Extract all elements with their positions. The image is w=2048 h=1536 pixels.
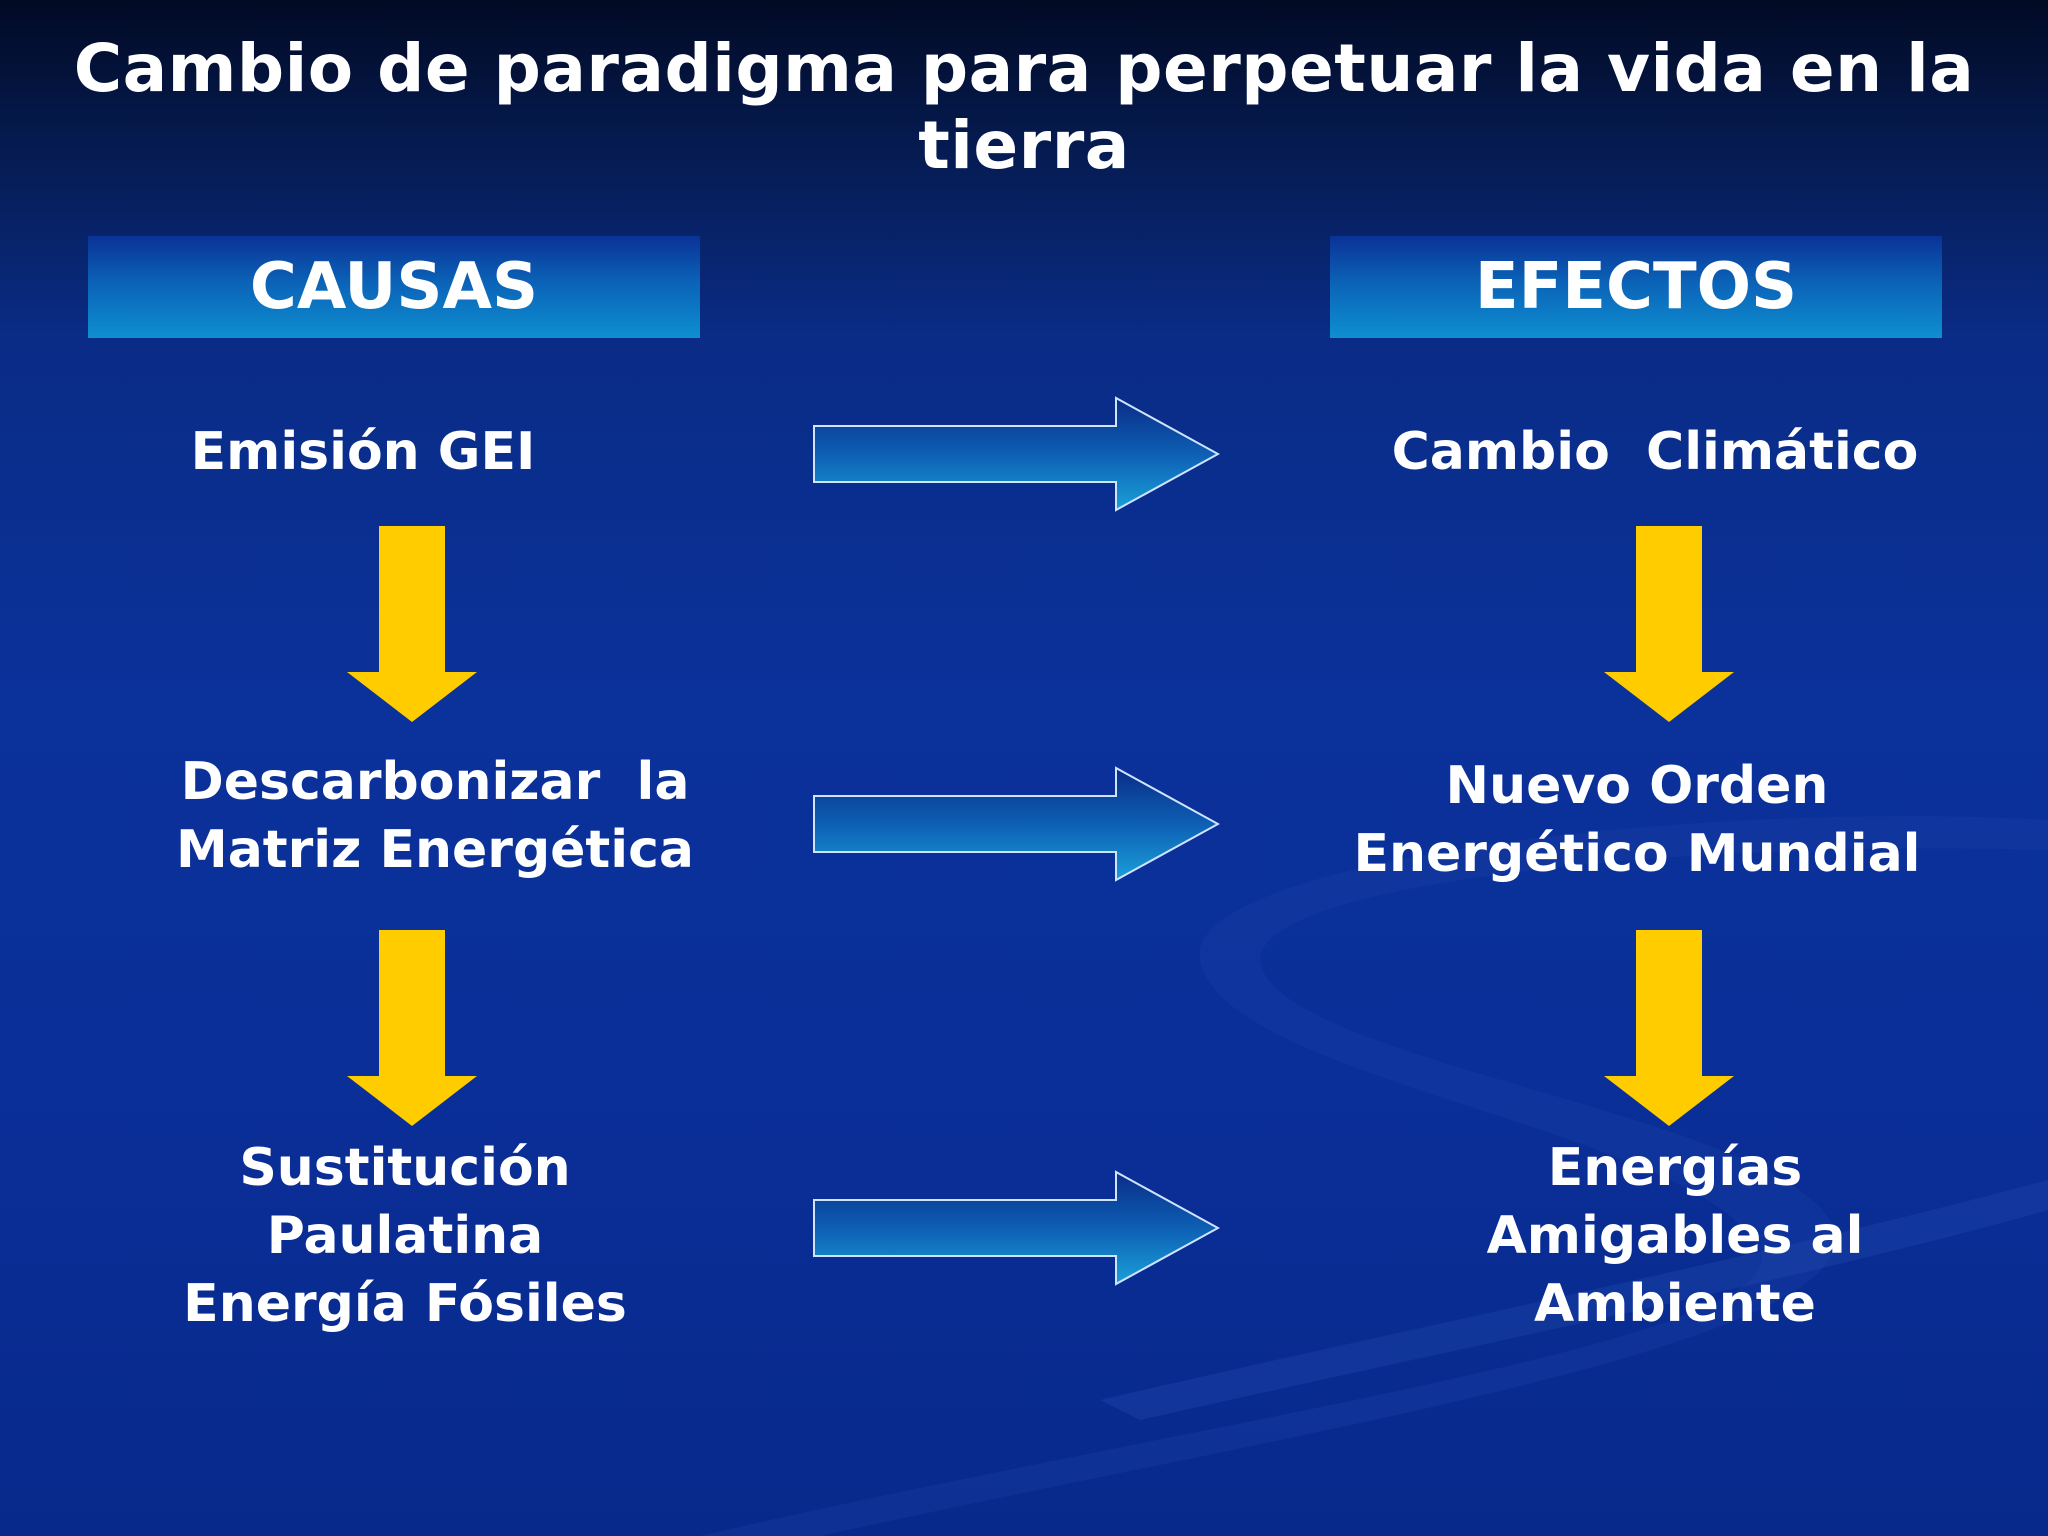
label-line: Sustitución bbox=[239, 1138, 571, 1198]
causas-header: CAUSAS bbox=[88, 236, 700, 338]
label-line: Matriz Energética bbox=[175, 820, 695, 880]
causa-emision-gei: Emisión GEI bbox=[150, 418, 576, 486]
down-arrow-icon bbox=[1604, 930, 1734, 1126]
efecto-cambio-climatico: Cambio Climático bbox=[1380, 418, 1930, 486]
right-arrow-icon bbox=[813, 1170, 1220, 1286]
label-line: Amigables al bbox=[1486, 1206, 1864, 1266]
down-arrow-icon bbox=[347, 526, 477, 722]
label-line: Ambiente bbox=[1534, 1274, 1816, 1334]
label-line: Energía Fósiles bbox=[183, 1274, 627, 1334]
label-line: Energías bbox=[1547, 1138, 1803, 1198]
efecto-energias-amigables: Energías Amigables al Ambiente bbox=[1440, 1134, 1910, 1338]
label-line: Cambio Climático bbox=[1391, 422, 1919, 482]
causa-descarbonizar: Descarbonizar la Matriz Energética bbox=[160, 748, 710, 884]
causa-sustitucion: Sustitución Paulatina Energía Fósiles bbox=[160, 1134, 650, 1338]
down-arrow-icon bbox=[347, 930, 477, 1126]
label-line: Descarbonizar la bbox=[180, 752, 690, 812]
page-title: Cambio de paradigma para perpetuar la vi… bbox=[73, 30, 1975, 184]
label-line: Nuevo Orden bbox=[1445, 756, 1829, 816]
right-arrow-icon bbox=[813, 766, 1220, 882]
efectos-header: EFECTOS bbox=[1330, 236, 1942, 338]
right-arrow-icon bbox=[813, 396, 1220, 512]
efecto-nuevo-orden: Nuevo Orden Energético Mundial bbox=[1340, 752, 1934, 888]
label-line: Energético Mundial bbox=[1353, 824, 1921, 884]
label-line: Emisión GEI bbox=[190, 422, 536, 482]
label-line: Paulatina bbox=[266, 1206, 544, 1266]
down-arrow-icon bbox=[1604, 526, 1734, 722]
